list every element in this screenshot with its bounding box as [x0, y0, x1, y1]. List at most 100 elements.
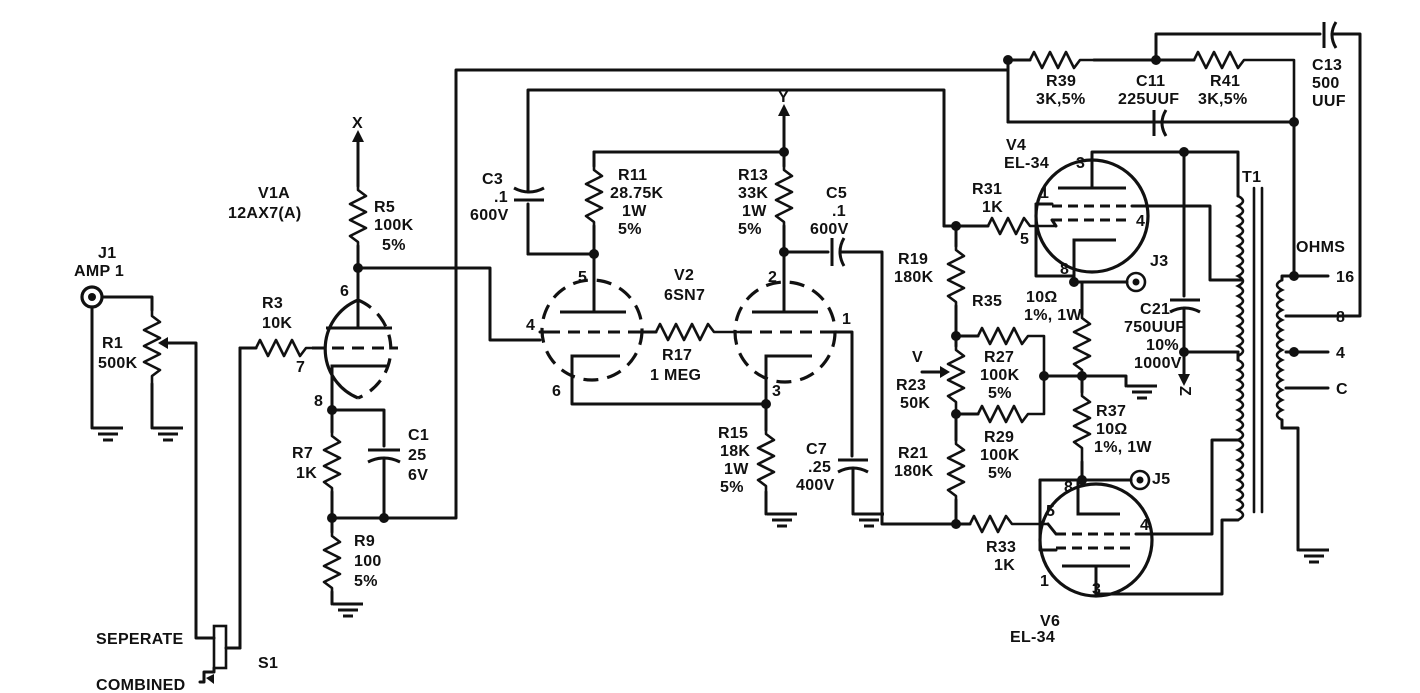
- r15-tolerance: 5%: [720, 479, 744, 496]
- r23-name: R23: [896, 377, 926, 394]
- v6-plate-pin: 3: [1092, 581, 1101, 598]
- r11-watt: 1W: [622, 203, 647, 220]
- c3-name: C3: [482, 171, 503, 188]
- r29-name: R29: [984, 429, 1014, 446]
- r27-value: 100K: [980, 367, 1020, 384]
- r29-value: 100K: [980, 447, 1020, 464]
- v2a-grid-pin: 4: [526, 317, 535, 334]
- c13-value: 500: [1312, 75, 1340, 92]
- t1-label: T1: [1242, 169, 1261, 186]
- r27-name: R27: [984, 349, 1014, 366]
- r41-name: R41: [1210, 73, 1240, 90]
- c13-name: C13: [1312, 57, 1342, 74]
- c7-name: C7: [806, 441, 827, 458]
- c13-unit: UUF: [1312, 93, 1346, 110]
- c21-name: C21: [1140, 301, 1170, 318]
- r37-name: R37: [1096, 403, 1126, 420]
- r35-name: R35: [972, 293, 1002, 310]
- r13-name: R13: [738, 167, 768, 184]
- r35-value: 10Ω: [1026, 289, 1058, 306]
- v4-type: EL-34: [1004, 155, 1049, 172]
- v1a-cathode-pin: 8: [314, 393, 323, 410]
- r29-tolerance: 5%: [988, 465, 1012, 482]
- r37-spec: 1%, 1W: [1094, 439, 1152, 456]
- c7-voltage: 400V: [796, 477, 835, 494]
- v4-g2-pin: 5: [1020, 231, 1029, 248]
- r3-value: 10K: [262, 315, 292, 332]
- r23-value: 50K: [900, 395, 930, 412]
- v2b-grid-pin: 1: [842, 311, 851, 328]
- r39-value: 3K,5%: [1036, 91, 1086, 108]
- switch-s1: [198, 346, 242, 684]
- v1a-name: V1A: [258, 185, 290, 202]
- c1-value: 25: [408, 447, 426, 464]
- v4-cathode-pin: 8: [1060, 261, 1069, 278]
- r7-value: 1K: [296, 465, 317, 482]
- r1-name: R1: [102, 335, 123, 352]
- v1a-grid-pin: 7: [296, 359, 305, 376]
- component-labels: X Y Z V V1A 12AX7(A) J1 AMP 1 R1 500K R3…: [74, 57, 1354, 693]
- ohms-label: OHMS: [1296, 239, 1345, 256]
- c21-voltage: 1000V: [1134, 355, 1182, 372]
- v2a-envelope: [540, 278, 644, 382]
- c3-value: .1: [494, 189, 508, 206]
- r9-name: R9: [354, 533, 375, 550]
- c5-name: C5: [826, 185, 847, 202]
- r13-value: 33K: [738, 185, 768, 202]
- v2b-plate-pin: 2: [768, 269, 777, 286]
- j3-label: J3: [1150, 253, 1168, 270]
- r19-name: R19: [898, 251, 928, 268]
- j5-label: J5: [1152, 471, 1170, 488]
- v6-screen-pin: 4: [1140, 517, 1149, 534]
- r35-spec: 1%, 1W: [1024, 307, 1082, 324]
- c5-voltage: 600V: [810, 221, 849, 238]
- v4-g1-pin: 1: [1040, 185, 1049, 202]
- r11-tolerance: 5%: [618, 221, 642, 238]
- r13-tolerance: 5%: [738, 221, 762, 238]
- c11-name: C11: [1136, 73, 1165, 90]
- c21-value: 750UUF: [1124, 319, 1185, 336]
- r7-name: R7: [292, 445, 313, 462]
- bias-network: [920, 216, 1159, 534]
- v6-name: V6: [1040, 613, 1060, 630]
- v2a-cathode-pin: 6: [552, 383, 561, 400]
- r17-value: 1 MEG: [650, 367, 701, 384]
- r9-tolerance: 5%: [354, 573, 378, 590]
- r19-value: 180K: [894, 269, 934, 286]
- r15-name: R15: [718, 425, 748, 442]
- tap-8-label: 8: [1336, 309, 1345, 326]
- v6-cathode-pin: 8: [1064, 479, 1073, 496]
- v2-type: 6SN7: [664, 287, 705, 304]
- stage-v1a: [238, 68, 1010, 618]
- jack-j1: [80, 285, 154, 442]
- r39-name: R39: [1046, 73, 1076, 90]
- tap-4-label: 4: [1336, 345, 1345, 362]
- v1a-type: 12AX7(A): [228, 205, 302, 222]
- c21-tolerance: 10%: [1146, 337, 1179, 354]
- output-tubes: [1034, 147, 1244, 598]
- bias-v-label: V: [912, 349, 923, 366]
- c1-voltage: 6V: [408, 467, 428, 484]
- c11-value: 225UUF: [1118, 91, 1179, 108]
- v1a-plate-pin: 6: [340, 283, 349, 300]
- r9-value: 100: [354, 553, 382, 570]
- r5-tolerance: 5%: [382, 237, 406, 254]
- tap-16-label: 16: [1336, 269, 1354, 286]
- r17-name: R17: [662, 347, 692, 364]
- switch-seperate-label: SEPERATE: [96, 631, 183, 648]
- v4-name: V4: [1006, 137, 1026, 154]
- v6-type: EL-34: [1010, 629, 1055, 646]
- input-section: [80, 285, 242, 684]
- c7-value: .25: [808, 459, 831, 476]
- stage-v2: [513, 88, 958, 528]
- j1-sub: AMP 1: [74, 263, 124, 280]
- switch-combined-label: COMBINED: [96, 677, 186, 693]
- c3-voltage: 600V: [470, 207, 509, 224]
- c1-name: C1: [408, 427, 429, 444]
- r3-name: R3: [262, 295, 283, 312]
- r31-name: R31: [972, 181, 1002, 198]
- r37-value: 10Ω: [1096, 421, 1128, 438]
- pin-numbers: 6 7 8 5 4 6 2 1 3 3 1 4 5 8 3 1 4 5 8: [296, 155, 1149, 598]
- s1-name: S1: [258, 655, 278, 672]
